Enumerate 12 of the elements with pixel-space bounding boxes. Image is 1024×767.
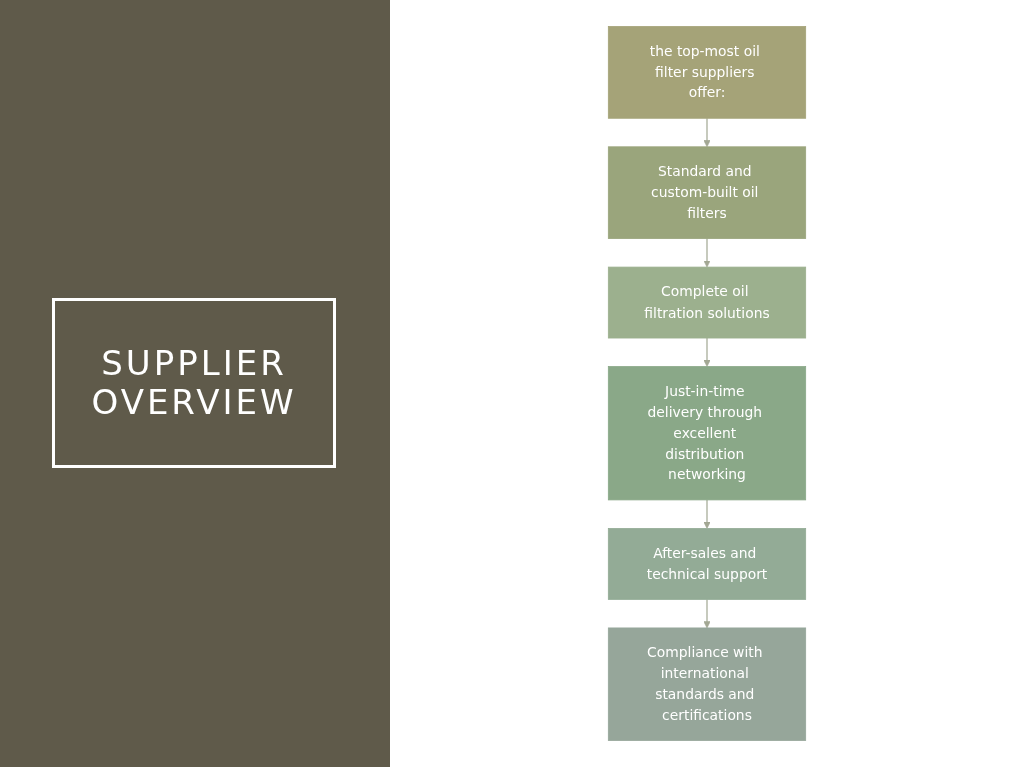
node-box: Standard and custom-built oil filters bbox=[607, 146, 807, 239]
node-box: Compliance with international standards and certifications bbox=[607, 627, 807, 741]
arrow bbox=[703, 499, 711, 529]
node-box: the top-most oil filter suppliers offer: bbox=[607, 26, 807, 119]
title-box: SUPPLIER OVERVIEW bbox=[52, 298, 336, 468]
node-box: Complete oil filtration solutions bbox=[607, 266, 807, 339]
arrow bbox=[703, 117, 711, 148]
arrow bbox=[703, 237, 711, 268]
node-box: Just-in-time delivery through excellent distribution networking bbox=[607, 366, 807, 501]
arrow bbox=[703, 337, 711, 367]
arrow bbox=[703, 598, 711, 629]
node-box: After-sales and technical support bbox=[607, 528, 807, 600]
